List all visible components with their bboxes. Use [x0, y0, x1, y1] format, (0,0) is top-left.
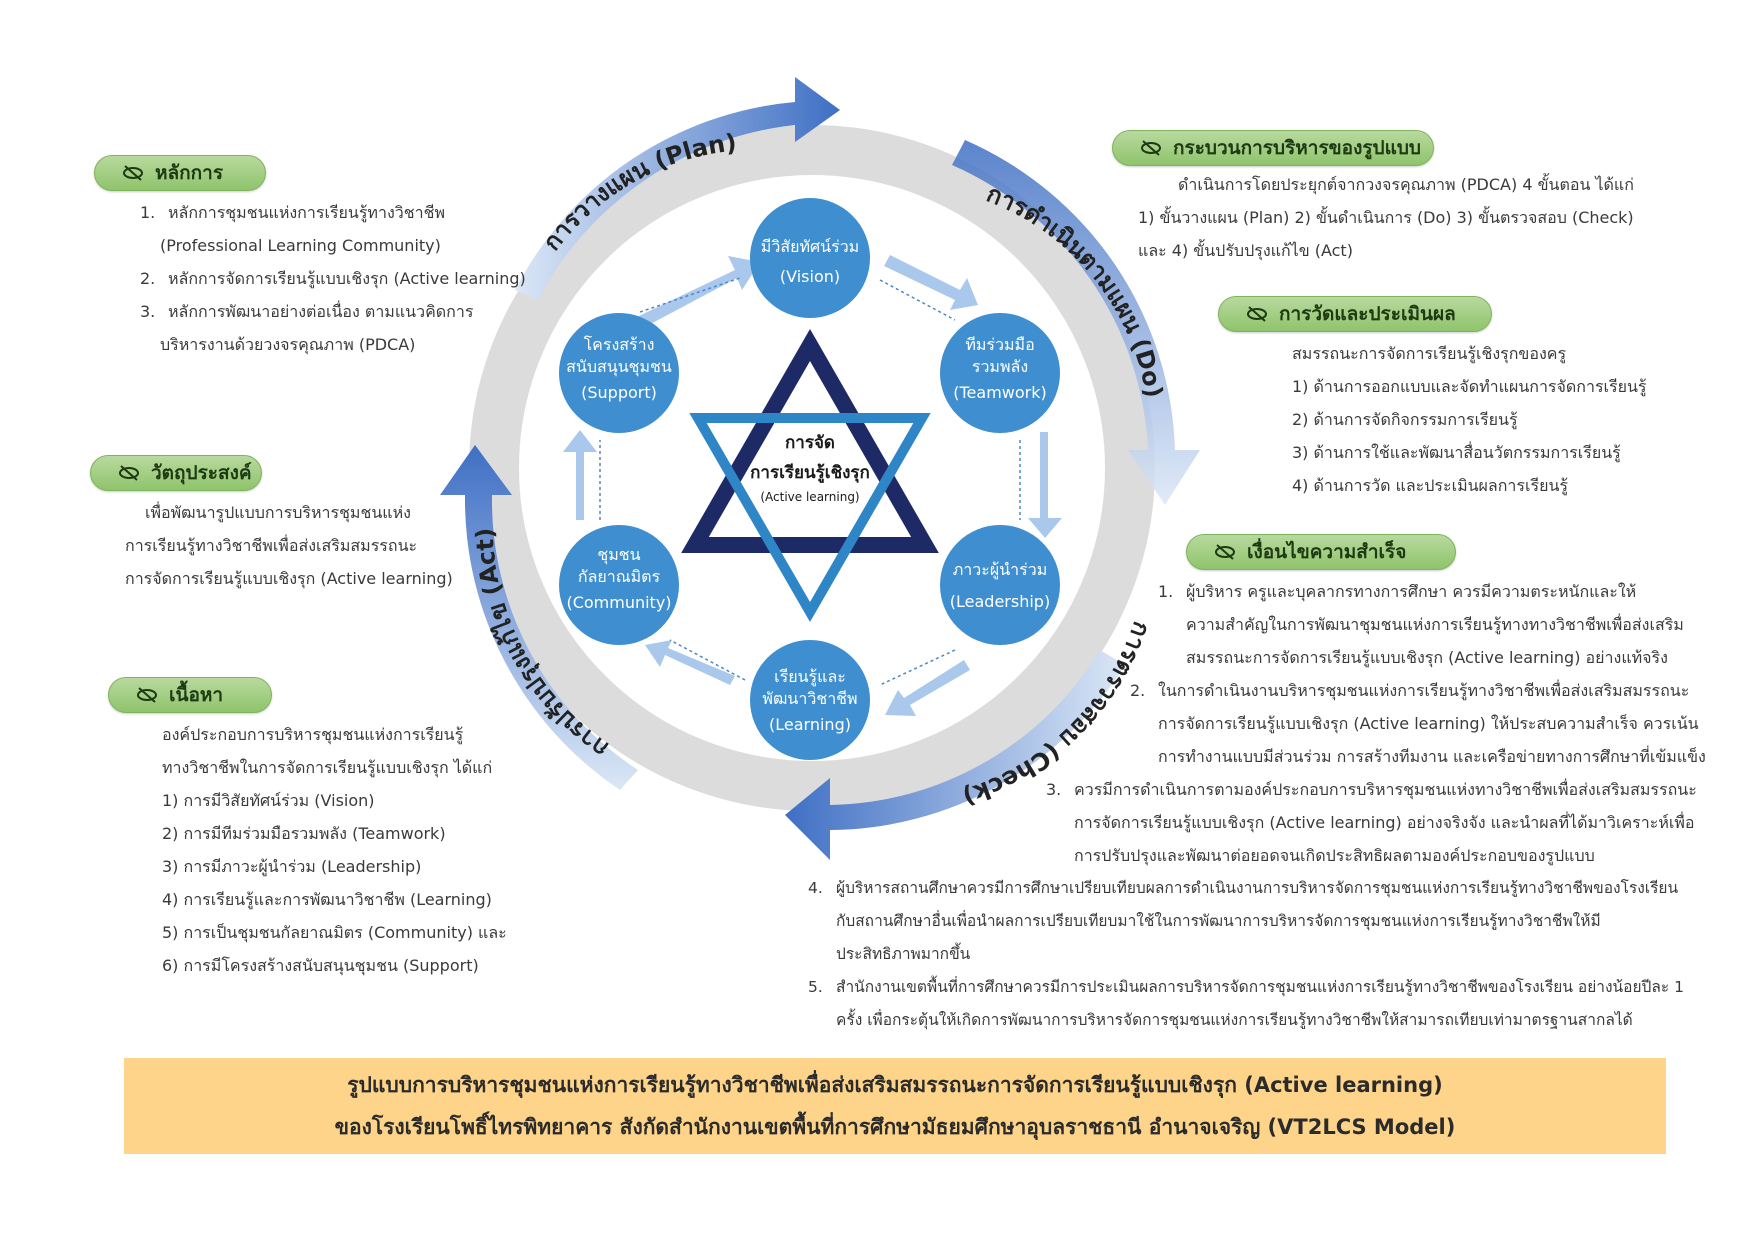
svg-text:(Learning): (Learning)	[769, 715, 851, 734]
svg-text:มีวิสัยทัศน์ร่วม: มีวิสัยทัศน์ร่วม	[761, 237, 859, 256]
list-item: 1) ด้านการออกแบบและจัดทำแผนการจัดการเรีย…	[1292, 377, 1647, 396]
svg-text:เรียนรู้และ: เรียนรู้และ	[774, 667, 846, 687]
content-header: เนื้อหา	[108, 677, 272, 713]
list-item: 6) การมีโครงสร้างสนับสนุนชุมชน (Support)	[162, 956, 479, 975]
success-item-5: 5.สำนักงานเขตพื้นที่การศึกษาควรมีการประเ…	[808, 978, 1684, 1029]
connector-arrow	[645, 640, 735, 685]
svg-text:(Support): (Support)	[581, 383, 657, 402]
act-arrow	[440, 445, 638, 790]
node-leadership: ภาวะผู้นำร่วม (Leadership)	[940, 525, 1060, 645]
success-item-4: 4.ผู้บริหารสถานศึกษาควรมีการศึกษาเปรียบเ…	[808, 879, 1679, 963]
svg-text:(Vision): (Vision)	[780, 267, 840, 286]
svg-text:ชุมชน: ชุมชน	[597, 545, 640, 565]
model-title-line-1: รูปแบบการบริหารชุมชนแห่งการเรียนรู้ทางวิ…	[347, 1073, 1443, 1097]
text-line: การเรียนรู้ทางวิชาชีพเพื่อส่งเสริมสมรรถน…	[125, 536, 418, 555]
node-learning: เรียนรู้และ พัฒนาวิชาชีพ (Learning)	[750, 640, 870, 760]
cycle-ring	[469, 125, 1155, 811]
svg-text:(Leadership): (Leadership)	[950, 592, 1050, 611]
principles-header: หลักการ	[94, 155, 266, 191]
node-teamwork: ทีมร่วมมือ รวมพลัง (Teamwork)	[940, 313, 1060, 433]
list-item: 5) การเป็นชุมชนกัลยาณมิตร (Community) แล…	[162, 923, 507, 942]
objective-title: วัตถุประสงค์	[151, 462, 252, 484]
svg-text:พัฒนาวิชาชีพ: พัฒนาวิชาชีพ	[762, 689, 857, 708]
svg-text:โครงสร้าง: โครงสร้าง	[584, 335, 655, 354]
evaluation-text: สมรรถนะการจัดการเรียนรู้เชิงรุกของครู 1)…	[1292, 337, 1647, 502]
dotted-connector	[879, 649, 956, 686]
principles-list: 1.หลักการชุมชนแห่งการเรียนรู้ทางวิชาชีพ …	[140, 196, 526, 361]
list-item: 2) การมีทีมร่วมมือรวมพลัง (Teamwork)	[162, 824, 446, 843]
list-item: 3.หลักการพัฒนาอย่างต่อเนื่อง ตามแนวคิดกา…	[140, 302, 474, 321]
process-text: ดำเนินการโดยประยุกต์จากวงจรคุณภาพ (PDCA)…	[1138, 168, 1634, 267]
node-support: โครงสร้าง สนับสนุนชุมชน (Support)	[559, 313, 679, 433]
node-community: ชุมชน กัลยาณมิตร (Community)	[559, 525, 679, 645]
text-line: 1) ขั้นวางแผน (Plan) 2) ขั้นดำเนินการ (D…	[1138, 208, 1634, 227]
svg-text:(Teamwork): (Teamwork)	[953, 383, 1047, 402]
model-title-banner: รูปแบบการบริหารชุมชนแห่งการเรียนรู้ทางวิ…	[124, 1058, 1666, 1154]
svg-text:กัลยาณมิตร: กัลยาณมิตร	[578, 567, 661, 586]
success-item-1: 1.ผู้บริหาร ครูและบุคลากรทางการศึกษา ควร…	[1158, 582, 1684, 667]
list-item: 3) การมีภาวะผู้นำร่วม (Leadership)	[162, 857, 422, 876]
svg-text:(Community): (Community)	[566, 593, 671, 612]
dotted-connector	[669, 639, 746, 681]
node-vision: มีวิสัยทัศน์ร่วม (Vision)	[750, 198, 870, 318]
content-title: เนื้อหา	[169, 684, 224, 706]
process-header: กระบวนการบริหารของรูปแบบ	[1112, 130, 1434, 166]
text-line: การจัดการเรียนรู้แบบเชิงรุก (Active lear…	[125, 569, 453, 588]
check-arrow	[785, 650, 1125, 860]
objective-text: เพื่อพัฒนารูปแบบการบริหารชุมชนแห่ง การเร…	[125, 496, 453, 595]
plan-arrow	[515, 77, 840, 300]
text-line: สมรรถนะการจัดการเรียนรู้เชิงรุกของครู	[1292, 344, 1567, 363]
text-line: องค์ประกอบการบริหารชุมชนแห่งการเรียนรู้	[162, 725, 464, 744]
do-arrow	[952, 140, 1200, 505]
list-item: 2.หลักการจัดการเรียนรู้แบบเชิงรุก (Activ…	[140, 269, 526, 288]
objective-header: วัตถุประสงค์	[90, 455, 262, 491]
svg-text:ทีมร่วมมือ: ทีมร่วมมือ	[965, 335, 1034, 354]
connector-arrow	[620, 256, 760, 336]
center-title-2: การเรียนรู้เชิงรุก	[750, 462, 870, 484]
evaluation-header: การวัดและประเมินผล	[1218, 296, 1492, 332]
dotted-connector	[879, 279, 956, 321]
list-item-cont: บริหารงานด้วยวงจรคุณภาพ (PDCA)	[160, 335, 416, 354]
text-line: และ 4) ขั้นปรับปรุงแก้ไข (Act)	[1138, 241, 1353, 260]
svg-text:รวมพลัง: รวมพลัง	[972, 357, 1028, 376]
success-header: เงื่อนไขความสำเร็จ	[1186, 534, 1456, 570]
model-title-line-2: ของโรงเรียนโพธิ์ไทรพิทยาคาร สังกัดสำนักง…	[334, 1115, 1456, 1139]
svg-text:สนับสนุนชุมชน: สนับสนุนชุมชน	[566, 357, 672, 377]
principles-title: หลักการ	[155, 162, 224, 184]
list-item: 3) ด้านการใช้และพัฒนาสื่อนวัตกรรมการเรีย…	[1292, 443, 1621, 462]
connector-arrow	[884, 255, 978, 310]
eye-slash-icon	[1247, 306, 1267, 322]
connector-arrow	[1028, 432, 1062, 538]
list-item: 4) การเรียนรู้และการพัฒนาวิชาชีพ (Learni…	[162, 890, 492, 909]
evaluation-title: การวัดและประเมินผล	[1279, 303, 1456, 325]
success-item-2: 2.ในการดำเนินงานบริหารชุมชนแห่งการเรียนร…	[1130, 681, 1706, 766]
text-line: ทางวิชาชีพในการจัดการเรียนรู้แบบเชิงรุก …	[162, 758, 493, 777]
text-line: ดำเนินการโดยประยุกต์จากวงจรคุณภาพ (PDCA)…	[1178, 175, 1634, 194]
list-item: 1) การมีวิสัยทัศน์ร่วม (Vision)	[162, 791, 375, 810]
eye-slash-icon	[119, 465, 139, 481]
list-item: 1.หลักการชุมชนแห่งการเรียนรู้ทางวิชาชีพ	[140, 203, 445, 222]
connector-arrow	[885, 660, 970, 716]
process-title: กระบวนการบริหารของรูปแบบ	[1173, 137, 1421, 159]
text-line: เพื่อพัฒนารูปแบบการบริหารชุมชนแห่ง	[145, 503, 411, 522]
eye-slash-icon	[123, 165, 143, 181]
svg-text:ภาวะผู้นำร่วม: ภาวะผู้นำร่วม	[953, 560, 1048, 580]
center-title-1: การจัด	[785, 433, 835, 453]
eye-slash-icon	[1141, 140, 1161, 156]
success-title: เงื่อนไขความสำเร็จ	[1247, 541, 1407, 563]
eye-slash-icon	[137, 687, 157, 703]
list-item: 4) ด้านการวัด และประเมินผลการเรียนรู้	[1292, 476, 1568, 495]
eye-slash-icon	[1215, 544, 1235, 560]
star-dark-triangle	[681, 328, 939, 553]
star-light-triangle	[689, 413, 931, 623]
center-title-3: (Active learning)	[760, 490, 859, 504]
list-item: 2) ด้านการจัดกิจกรรมการเรียนรู้	[1292, 410, 1518, 429]
success-item-3: 3.ควรมีการดำเนินการตามองค์ประกอบการบริหา…	[1046, 780, 1697, 865]
content-text: องค์ประกอบการบริหารชุมชนแห่งการเรียนรู้ …	[162, 718, 507, 982]
connector-arrow	[563, 430, 597, 520]
list-item-cont: (Professional Learning Community)	[160, 236, 441, 255]
